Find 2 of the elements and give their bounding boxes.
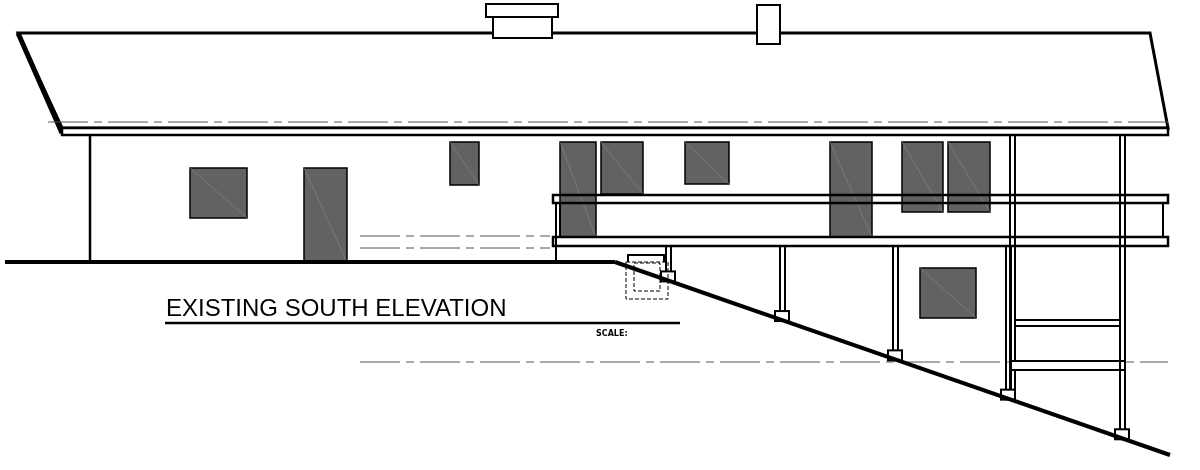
scale-note: SCALE: [596,329,628,339]
drawing-title: EXISTING SOUTH ELEVATION [166,294,507,322]
